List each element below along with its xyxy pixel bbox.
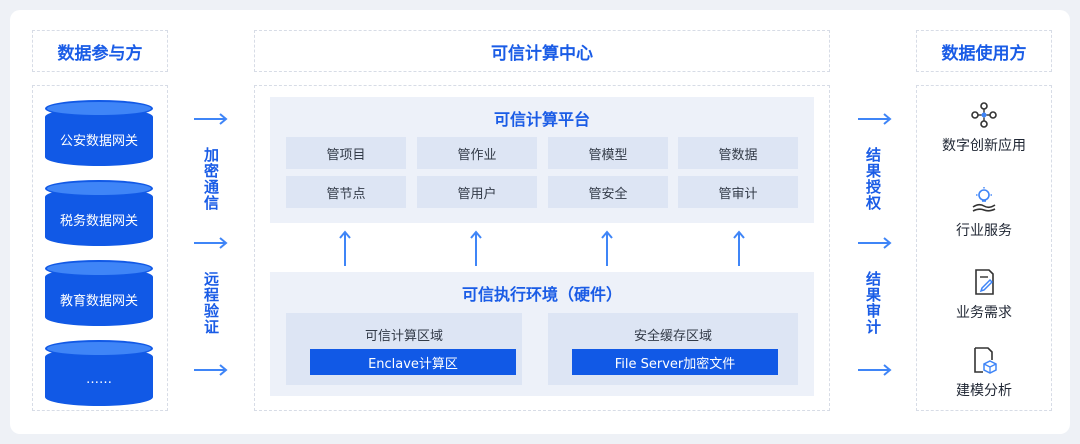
provider-gateway-police: 公安数据网关 — [45, 100, 153, 166]
trusted-compute-zone: 可信计算区域 Enclave计算区 — [286, 313, 522, 385]
provider-gateway-tax: 税务数据网关 — [45, 180, 153, 246]
result-audit-label: 结果审计 — [864, 271, 882, 335]
platform-cell-project: 管项目 — [286, 137, 406, 169]
arrow-up-icon — [733, 230, 745, 266]
document-cube-icon — [974, 347, 997, 374]
zone-label: 安全缓存区域 — [633, 329, 712, 344]
platform-cell-audit: 管审计 — [678, 176, 798, 208]
arrow-right-icon — [858, 237, 892, 249]
encrypted-communication-label: 加密通信 — [202, 147, 220, 211]
consumer-digital-innovation: 数字创新应用 — [916, 101, 1052, 155]
provider-label: …… — [45, 348, 153, 406]
center-header-box — [254, 30, 830, 72]
arrow-right-icon — [194, 364, 228, 376]
consumers-box — [916, 85, 1052, 411]
arrow-up-icon — [601, 230, 613, 266]
consumers-title: 数据使用方 — [941, 43, 1027, 64]
platform-cell-job: 管作业 — [417, 137, 537, 169]
providers-title: 数据参与方 — [57, 43, 143, 64]
result-authorization-label: 结果授权 — [864, 147, 882, 211]
cylinder-top — [45, 180, 153, 197]
enclave-compute-block: Enclave计算区 — [310, 349, 516, 375]
consumers-header-box — [916, 30, 1052, 72]
tee-title: 可信执行环境（硬件） — [461, 285, 622, 304]
platform-panel: 可信计算平台 管项目 管作业 管模型 管数据 管节点 管用户 管安全 管审计 — [270, 97, 814, 223]
consumer-label: 数字创新应用 — [942, 138, 1026, 154]
platform-cell-data: 管数据 — [678, 137, 798, 169]
network-icon — [971, 102, 997, 128]
arrow-right-icon — [194, 237, 228, 249]
provider-gateway-more: …… — [45, 340, 153, 406]
lightbulb-hand-icon — [972, 187, 996, 212]
file-server-encrypted-block: File Server加密文件 — [572, 349, 778, 375]
cylinder-top — [45, 340, 153, 357]
document-edit-icon — [975, 269, 994, 295]
secure-cache-zone: 安全缓存区域 File Server加密文件 — [548, 313, 798, 385]
providers-header-box — [32, 30, 168, 72]
center-title: 可信计算中心 — [491, 43, 593, 64]
arrow-right-icon — [194, 113, 228, 125]
cylinder-top — [45, 260, 153, 277]
provider-label: 税务数据网关 — [45, 188, 153, 246]
consumer-industry-service: 行业服务 — [916, 186, 1052, 240]
consumer-business-demand: 业务需求 — [916, 268, 1052, 322]
platform-cell-security: 管安全 — [548, 176, 668, 208]
provider-label: 公安数据网关 — [45, 108, 153, 166]
consumer-modeling-analysis: 建模分析 — [916, 346, 1052, 400]
arrow-right-icon — [858, 364, 892, 376]
platform-cell-user: 管用户 — [417, 176, 537, 208]
provider-label: 教育数据网关 — [45, 268, 153, 326]
cylinder-top — [45, 100, 153, 117]
provider-gateway-education: 教育数据网关 — [45, 260, 153, 326]
zone-label: 可信计算区域 — [364, 329, 443, 344]
platform-title: 可信计算平台 — [493, 110, 590, 129]
consumer-label: 行业服务 — [956, 223, 1012, 239]
remote-attestation-label: 远程验证 — [202, 271, 220, 335]
platform-cell-model: 管模型 — [548, 137, 668, 169]
consumer-label: 业务需求 — [956, 305, 1012, 321]
arrow-right-icon — [858, 113, 892, 125]
arrow-up-icon — [470, 230, 482, 266]
arrow-up-icon — [339, 230, 351, 266]
consumer-label: 建模分析 — [956, 383, 1012, 399]
platform-cell-node: 管节点 — [286, 176, 406, 208]
tee-panel: 可信执行环境（硬件） 可信计算区域 Enclave计算区 安全缓存区域 File… — [270, 272, 814, 396]
